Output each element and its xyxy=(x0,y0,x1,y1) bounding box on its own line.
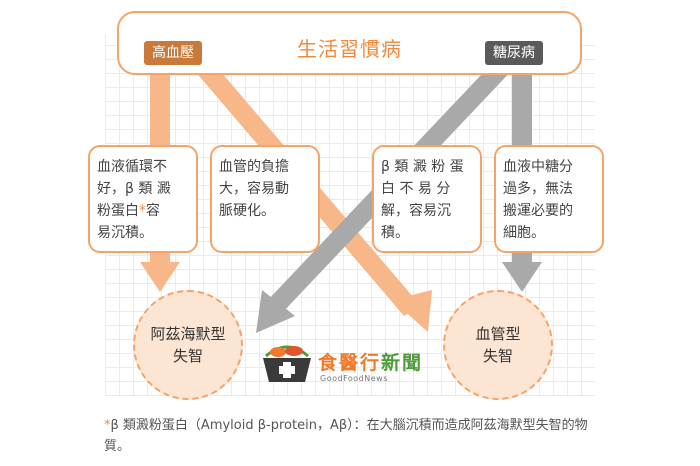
brand-name: 食醫行新聞 xyxy=(318,348,423,375)
description-box-1: 血液循環不 好，β 類 澱 粉蛋白*容 易沉積。 xyxy=(88,145,198,253)
alzheimer-label-line-1: 阿茲海默型 xyxy=(150,325,226,343)
desc-4-line-3: 搬運必要的 xyxy=(503,203,573,219)
desc-1-line-1: 血液循環不 xyxy=(97,159,167,175)
arrow-gray-diagonal-head xyxy=(256,290,295,333)
arrow-orange-diagonal-head xyxy=(392,290,432,332)
desc-1-line-3-text: 粉蛋白 xyxy=(97,203,139,219)
brand-name-green: 新聞 xyxy=(381,352,424,374)
alzheimer-dementia-circle: 阿茲海默型 失智 xyxy=(133,290,243,400)
desc-3-line-4: 積。 xyxy=(381,225,409,241)
desc-1-line-3: 粉蛋白*容 xyxy=(97,200,189,222)
arrow-right-vertical-head xyxy=(502,262,542,292)
footnote-star: * xyxy=(104,418,111,433)
desc-2-line-3: 脈硬化。 xyxy=(219,203,275,219)
desc-3-line-3: 解，容易沉 xyxy=(381,203,451,219)
desc-1-line-3-suffix: 容 xyxy=(146,203,160,219)
footnote-star-marker: * xyxy=(139,203,146,219)
description-box-3: β 類 澱 粉 蛋 白 不 易 分 解，容易沉 積。 xyxy=(372,145,482,253)
alzheimer-label-line-2: 失智 xyxy=(172,347,203,365)
brand-name-orange: 食醫行 xyxy=(318,352,382,374)
diagram-title: 生活習慣病 xyxy=(297,37,402,61)
desc-1-line-4: 易沉積。 xyxy=(97,225,153,241)
hypertension-tag: 高血壓 xyxy=(144,41,202,65)
desc-2-line-1: 血管的負擔 xyxy=(219,159,289,175)
diabetes-tag: 糖尿病 xyxy=(485,41,543,65)
footnote: *β 類澱粉蛋白（Amyloid β-protein，Aβ）：在大腦沉積而造成阿… xyxy=(104,415,604,457)
description-box-4: 血液中糖分 過多，無法 搬運必要的 細胞。 xyxy=(494,145,604,253)
desc-4-line-2: 過多，無法 xyxy=(503,181,573,197)
desc-1-line-2: 好，β 類 澱 xyxy=(97,181,171,197)
vascular-dementia-circle: 血管型 失智 xyxy=(443,290,553,400)
arrow-left-vertical-head xyxy=(140,262,180,292)
description-box-2: 血管的負擔 大，容易動 脈硬化。 xyxy=(210,145,320,253)
desc-3-line-2: 白 不 易 分 xyxy=(381,181,451,197)
desc-3-line-1: β 類 澱 粉 蛋 xyxy=(381,159,464,175)
vascular-label-line-2: 失智 xyxy=(482,347,513,365)
footnote-text: β 類澱粉蛋白（Amyloid β-protein，Aβ）：在大腦沉積而造成阿茲… xyxy=(104,418,588,454)
basket-logo-icon xyxy=(263,345,311,382)
vascular-label-line-1: 血管型 xyxy=(475,325,521,343)
desc-2-line-2: 大，容易動 xyxy=(219,181,289,197)
desc-4-line-4: 細胞。 xyxy=(503,225,545,241)
desc-4-line-1: 血液中糖分 xyxy=(503,159,573,175)
brand-subtitle: GoodFoodNews xyxy=(320,374,388,383)
